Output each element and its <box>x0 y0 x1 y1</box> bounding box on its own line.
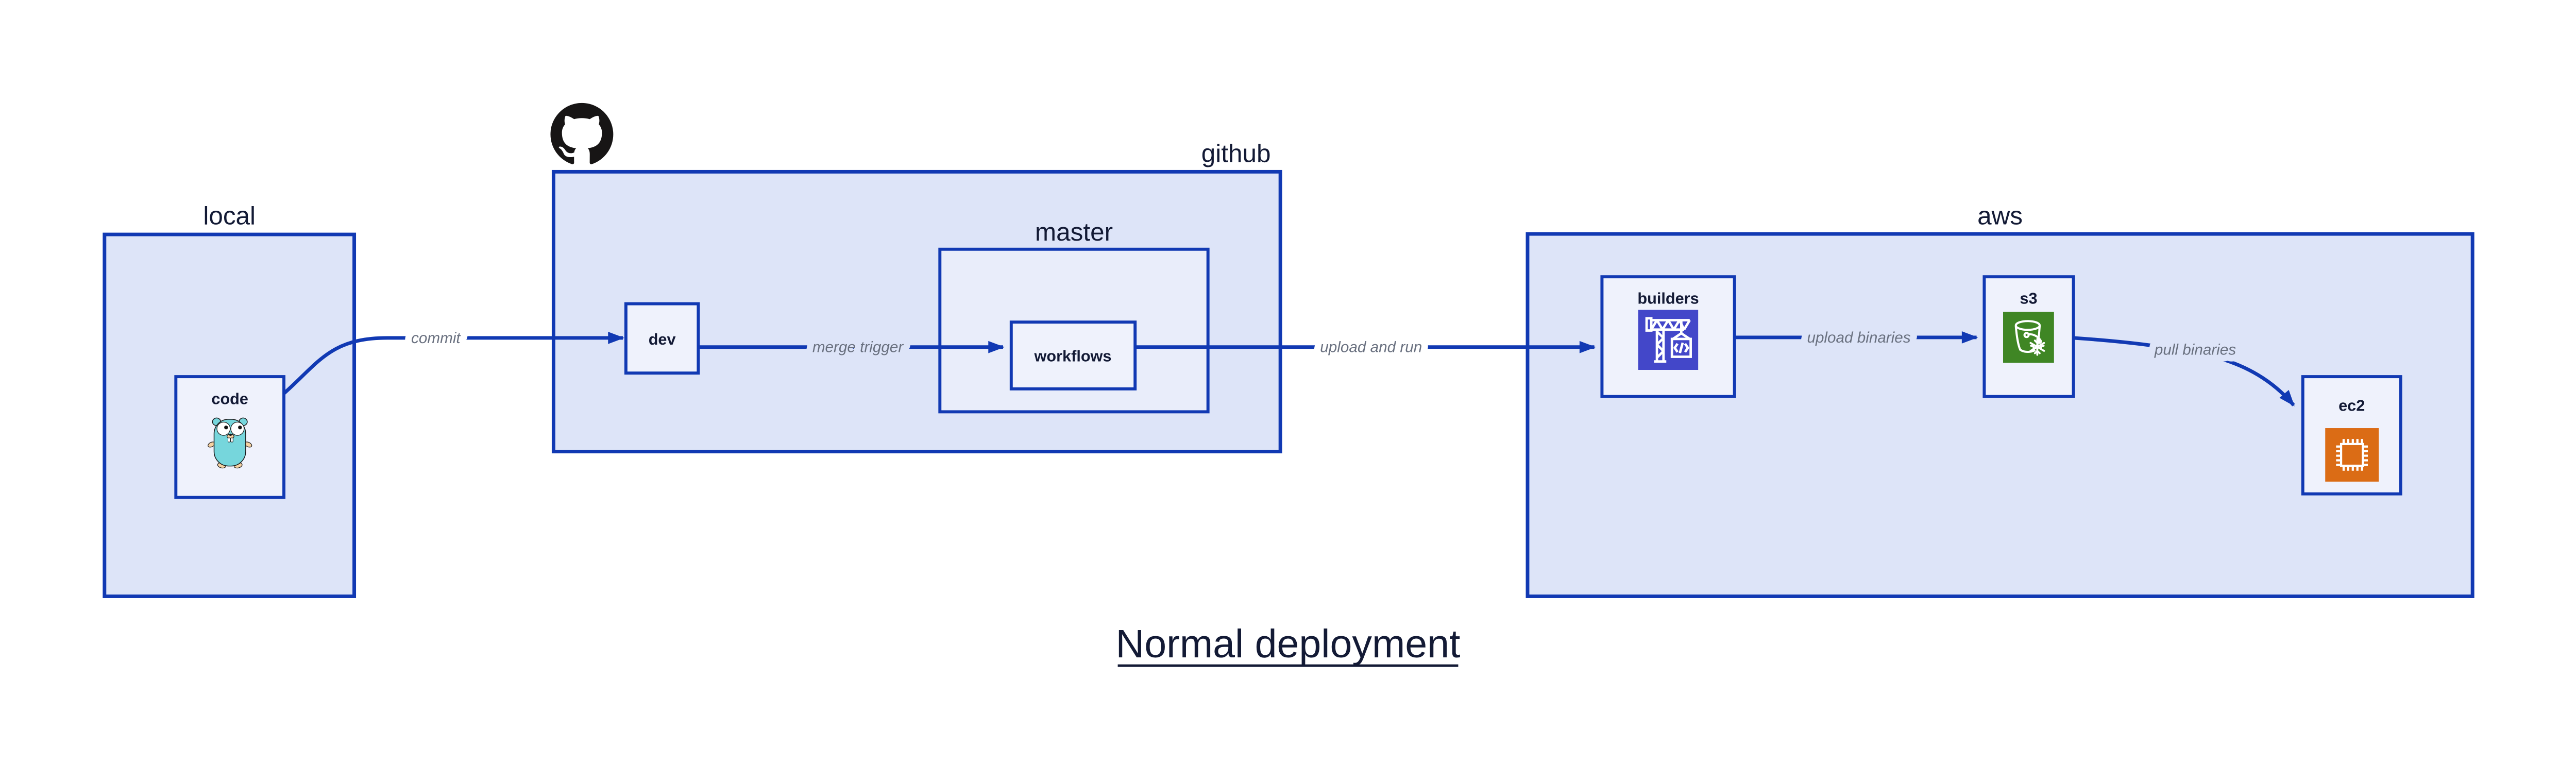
ec2-node-label: ec2 <box>2338 397 2365 414</box>
pull-binaries-arrow-label: pull binaries <box>2154 342 2236 359</box>
diagram-title: Normal deployment <box>1116 622 1461 666</box>
commit-arrow <box>282 332 624 395</box>
aws-group-label: aws <box>1977 201 2023 230</box>
workflows-node-label: workflows <box>1034 347 1112 365</box>
commit-arrow-label: commit <box>411 330 461 347</box>
upload-binaries-arrow-label: upload binaries <box>1807 329 1910 346</box>
upload-and-run-arrow-label: upload and run <box>1320 339 1422 356</box>
s3-bucket-snowflake-icon <box>2003 312 2054 363</box>
go-gopher-icon <box>208 417 252 469</box>
local-group-label: local <box>203 201 256 230</box>
master-branch-label: master <box>1035 218 1113 246</box>
github-group-label: github <box>1201 140 1271 168</box>
workflows-node-box <box>1009 320 1137 390</box>
merge-trigger-arrow-label: merge trigger <box>812 339 904 356</box>
ec2-chip-icon <box>2325 428 2379 482</box>
code-node-label: code <box>211 390 248 408</box>
github-logo-icon <box>550 103 614 164</box>
dev-node-box <box>624 302 700 375</box>
builders-node-label: builders <box>1637 290 1699 308</box>
dev-node-label: dev <box>649 331 676 348</box>
codebuild-crane-icon <box>1638 310 1699 370</box>
pull-binaries-arrow <box>2073 336 2295 406</box>
s3-node-label: s3 <box>2020 290 2037 308</box>
